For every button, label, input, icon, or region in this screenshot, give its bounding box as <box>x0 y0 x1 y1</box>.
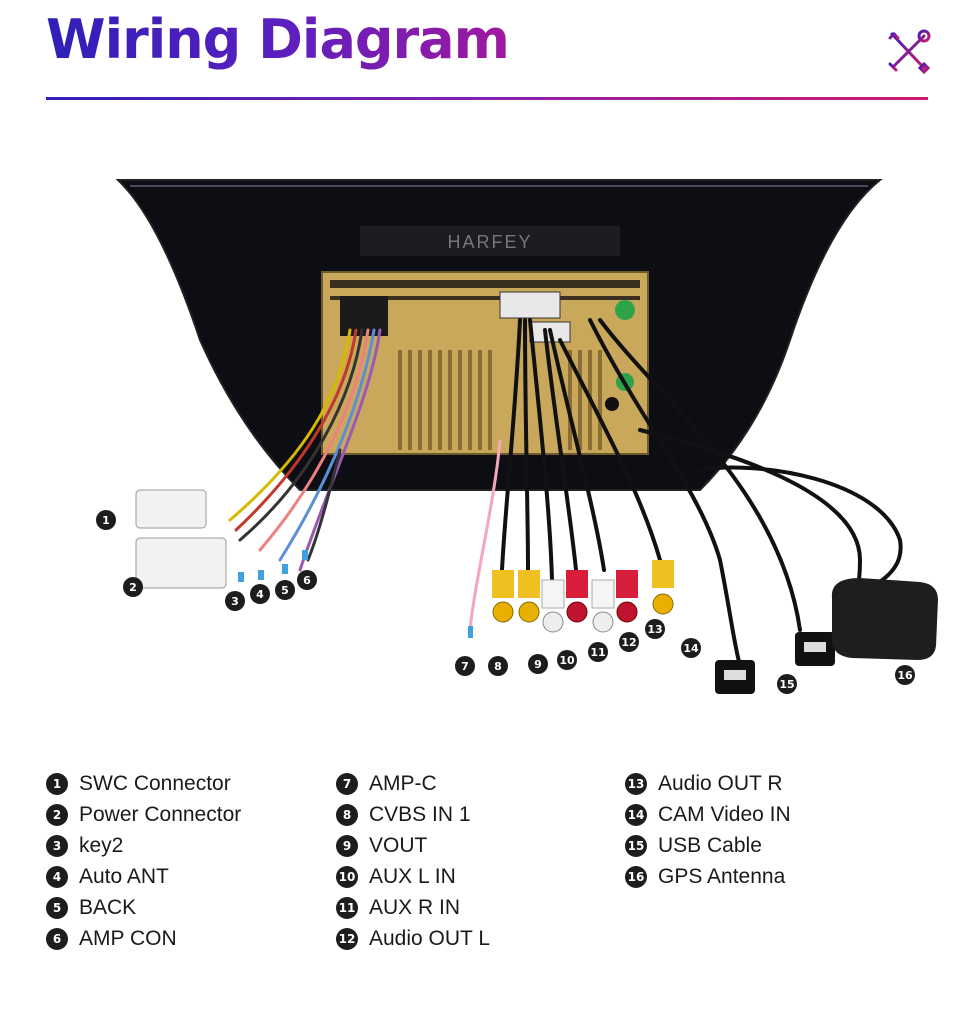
svg-text:13: 13 <box>647 623 662 636</box>
svg-text:3: 3 <box>231 595 239 608</box>
legend-item: 8 CVBS IN 1 <box>336 799 490 830</box>
legend-number: 16 <box>625 865 647 888</box>
legend-item: 6 AMP CON <box>46 923 241 954</box>
legend-item: 13 Audio OUT R <box>625 768 791 799</box>
legend-number: 14 <box>625 803 647 826</box>
legend-number: 8 <box>336 803 358 826</box>
legend-label: AUX R IN <box>369 895 461 919</box>
gps-antenna <box>831 578 938 660</box>
callout-4: 4 <box>250 584 270 604</box>
legend-label: CAM Video IN <box>658 802 791 826</box>
svg-text:5: 5 <box>281 584 289 597</box>
callout-3: 3 <box>225 591 245 611</box>
svg-text:11: 11 <box>590 646 605 659</box>
svg-text:2: 2 <box>129 581 137 594</box>
wiring-illustration: HARFEY <box>96 179 938 694</box>
legend-label: Power Connector <box>79 802 242 826</box>
legend-number: 7 <box>336 772 358 795</box>
legend-label: BACK <box>79 895 137 919</box>
svg-text:16: 16 <box>897 669 913 682</box>
legend-label: Auto ANT <box>79 864 169 888</box>
callout-2: 2 <box>123 577 143 597</box>
legend-item: 14 CAM Video IN <box>625 799 791 830</box>
legend-item: 16 GPS Antenna <box>625 861 791 892</box>
svg-text:12: 12 <box>621 636 636 649</box>
callout-15: 15 <box>777 674 797 694</box>
callout-6: 6 <box>297 570 317 590</box>
power-connector <box>135 537 227 589</box>
legend-label: USB Cable <box>658 833 762 857</box>
legend-label: AMP-C <box>369 771 437 795</box>
page-title: Wiring Diagram <box>46 8 510 71</box>
svg-text:9: 9 <box>534 658 542 671</box>
legend-number: 6 <box>46 927 68 950</box>
legend-number: 9 <box>336 834 358 857</box>
legend-item: 15 USB Cable <box>625 830 791 861</box>
legend-label: VOUT <box>369 833 428 857</box>
legend-number: 4 <box>46 865 68 888</box>
legend-item: 12 Audio OUT L <box>336 923 490 954</box>
legend-label: SWC Connector <box>79 771 231 795</box>
legend-item: 3 key2 <box>46 830 241 861</box>
callout-16: 16 <box>895 665 915 685</box>
svg-text:8: 8 <box>494 660 502 673</box>
svg-text:10: 10 <box>559 654 575 667</box>
legend-label: CVBS IN 1 <box>369 802 471 826</box>
legend-item: 9 VOUT <box>336 830 490 861</box>
svg-text:15: 15 <box>779 678 794 691</box>
legend-number: 2 <box>46 803 68 826</box>
legend-column-2: 7 AMP-C 8 CVBS IN 1 9 VOUT 10 AUX L IN 11 AUX… <box>336 768 490 954</box>
legend-label: AUX L IN <box>369 864 456 888</box>
callout-14: 14 <box>681 638 701 658</box>
legend-number: 15 <box>625 834 647 857</box>
legend-item: 2 Power Connector <box>46 799 241 830</box>
callout-9: 9 <box>528 654 548 674</box>
brand-label: HARFEY <box>447 232 532 252</box>
svg-text:1: 1 <box>102 514 110 527</box>
callout-11: 11 <box>588 642 608 662</box>
legend-number: 12 <box>336 927 358 950</box>
title-divider <box>46 97 928 100</box>
legend-number: 13 <box>625 772 647 795</box>
legend-label: Audio OUT R <box>658 771 783 795</box>
callout-12: 12 <box>619 632 639 652</box>
tools-cross-icon <box>888 29 931 75</box>
legend-label: Audio OUT L <box>369 926 491 950</box>
legend-label: AMP CON <box>79 926 177 950</box>
legend-label: GPS Antenna <box>658 864 786 888</box>
svg-text:7: 7 <box>461 660 469 673</box>
callout-13: 13 <box>645 619 665 639</box>
swc-connector <box>135 489 207 529</box>
legend-item: 10 AUX L IN <box>336 861 490 892</box>
legend-item: 7 AMP-C <box>336 768 490 799</box>
legend-number: 3 <box>46 834 68 857</box>
legend-item: 5 BACK <box>46 892 241 923</box>
callout-1: 1 <box>96 510 116 530</box>
svg-text:6: 6 <box>303 574 311 587</box>
legend-number: 10 <box>336 865 358 888</box>
legend-number: 1 <box>46 772 68 795</box>
legend-column-3: 13 Audio OUT R 14 CAM Video IN 15 USB Cable… <box>625 768 791 892</box>
callout-5: 5 <box>275 580 295 600</box>
legend-item: 1 SWC Connector <box>46 768 241 799</box>
head-unit-chassis <box>321 271 649 455</box>
legend-number: 5 <box>46 896 68 919</box>
callout-8: 8 <box>488 656 508 676</box>
legend-number: 11 <box>336 896 358 919</box>
callout-7: 7 <box>455 656 475 676</box>
legend-item: 4 Auto ANT <box>46 861 241 892</box>
legend-item: 11 AUX R IN <box>336 892 490 923</box>
svg-text:4: 4 <box>256 588 264 601</box>
callout-10: 10 <box>557 650 577 670</box>
legend-label: key2 <box>79 833 124 857</box>
svg-text:14: 14 <box>683 642 699 655</box>
